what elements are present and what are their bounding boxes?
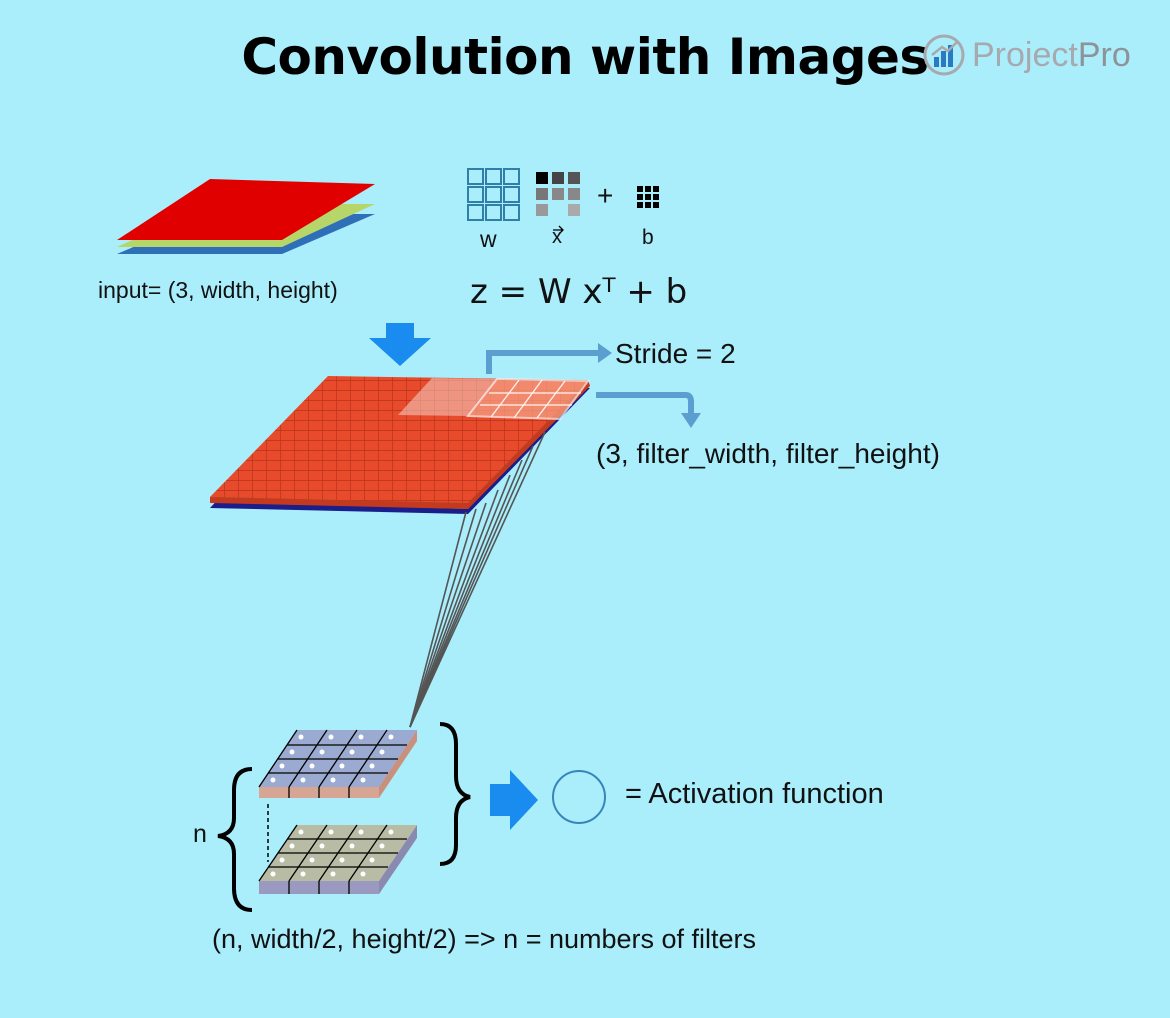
down-arrow-icon [369,323,431,366]
output-shape-label: (n, width/2, height/2) => n = numbers of… [212,924,757,954]
input-vector-label: x [552,226,562,248]
filter-count-label: n [193,820,207,848]
right-arrow-icon [490,770,538,830]
weight-label: w [480,226,497,252]
feature-map-stack [210,376,590,514]
plus-sign: + [597,180,614,211]
logo-text: Project [972,35,1078,74]
stride-text: Stride = [615,338,721,369]
convolution-equation: z = W xᵀ + b [470,272,688,312]
filter-shape-label: (3, filter_width, filter_height) [596,438,940,469]
input-shape-label: input= (3, width, height) [98,277,338,303]
bias-icon [637,186,659,208]
output-filter-top [258,729,417,798]
logo-chart-icon [923,34,965,76]
filter-arrow-head [681,413,701,428]
stride-arrow-head [598,343,612,363]
stride-arrow [486,350,602,374]
weight-matrix-icon [467,168,520,221]
left-brace [217,767,253,912]
page-title: Convolution with Images [241,28,929,86]
right-brace [439,722,471,866]
output-filter-bottom [258,824,417,894]
activation-label: = Activation function [625,778,884,810]
stride-value: 2 [720,338,736,369]
stride-label: Stride = 2 [615,338,736,370]
activation-circle [552,770,606,824]
filter-arrow [596,392,694,415]
bias-label: b [642,226,654,249]
filter-connections [409,431,546,728]
projectpro-logo: ProjectPro [922,30,1131,80]
logo-text-suffix: Pro [1077,35,1131,74]
input-image-stack [117,179,375,254]
input-vector-icon [536,172,580,235]
